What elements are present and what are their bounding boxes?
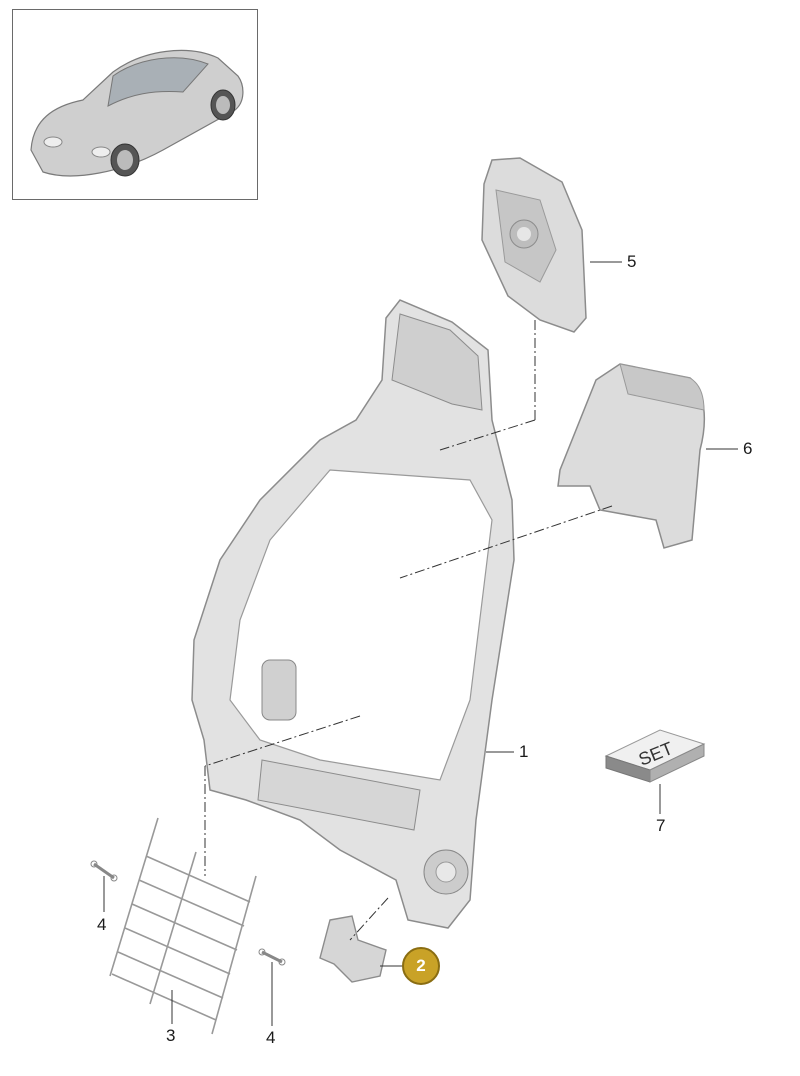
vehicle-thumbnail-frame bbox=[12, 9, 258, 200]
vehicle-thumbnail-car bbox=[30, 49, 244, 177]
part-5-headrest-bracket bbox=[481, 157, 587, 333]
part-4-spring-right bbox=[258, 948, 286, 966]
callout-1: 1 bbox=[519, 742, 529, 761]
callout-4-right: 4 bbox=[266, 1028, 276, 1047]
callout-2: 2 bbox=[416, 956, 426, 975]
callout-4-left: 4 bbox=[97, 915, 107, 934]
callout-2-highlight-badge[interactable]: 2 bbox=[402, 947, 440, 985]
callout-3: 3 bbox=[166, 1026, 176, 1045]
part-1-seat-frame bbox=[191, 299, 515, 929]
part-4-spring-left bbox=[90, 860, 118, 882]
callout-7: 7 bbox=[656, 816, 666, 835]
part-7-set-box bbox=[604, 729, 706, 783]
callout-6: 6 bbox=[743, 439, 753, 458]
assembly-lines bbox=[204, 320, 613, 941]
part-2-hinge-bracket bbox=[319, 915, 387, 983]
leader-lines bbox=[103, 261, 738, 1026]
part-3-spring-mat bbox=[109, 817, 257, 1035]
callout-5: 5 bbox=[627, 252, 637, 271]
part-6-back-panel bbox=[557, 363, 706, 549]
